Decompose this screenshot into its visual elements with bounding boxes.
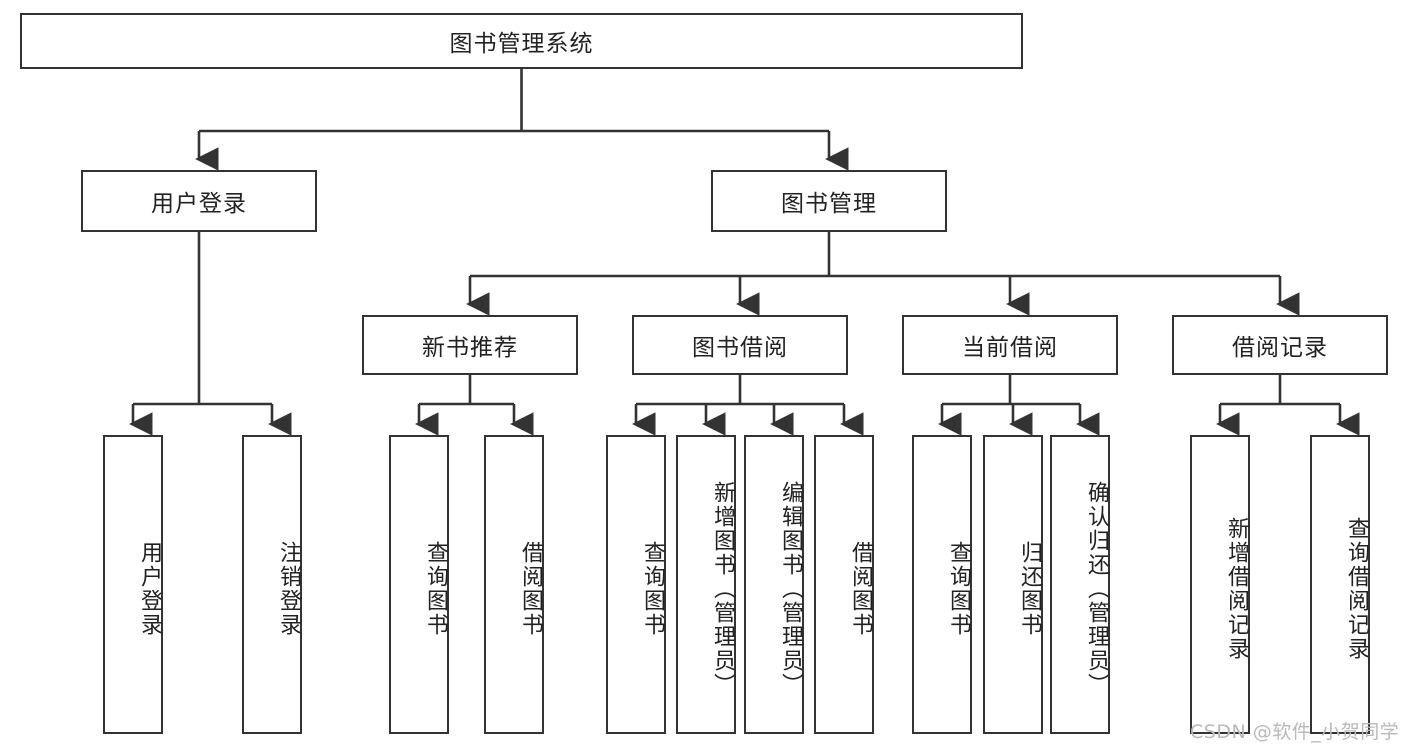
node-label: 新增图书（管理员） xyxy=(710,480,735,697)
node-leaf-user-login[interactable]: 用户登录 xyxy=(103,435,163,734)
node-label: 图书管理系统 xyxy=(449,31,594,57)
node-label: 图书借阅 xyxy=(692,335,788,361)
node-label: 查询借阅记录 xyxy=(1344,516,1369,661)
node-label: 归还图书 xyxy=(1017,540,1042,637)
node-leaf-borrow-book-1[interactable]: 借阅图书 xyxy=(484,435,544,734)
node-leaf-query-book-1[interactable]: 查询图书 xyxy=(389,435,449,734)
node-label: 查询图书 xyxy=(946,540,971,637)
node-current-borrow[interactable]: 当前借阅 xyxy=(902,315,1118,375)
node-root[interactable]: 图书管理系统 xyxy=(20,13,1023,69)
node-label: 借阅图书 xyxy=(848,540,873,637)
node-label: 查询图书 xyxy=(640,540,665,637)
node-label: 新增借阅记录 xyxy=(1224,516,1249,661)
node-label: 编辑图书（管理员） xyxy=(778,480,803,697)
node-new-book-rec[interactable]: 新书推荐 xyxy=(362,315,578,375)
node-leaf-confirm-return[interactable]: 确认归还（管理员） xyxy=(1050,435,1110,734)
node-leaf-query-book-3[interactable]: 查询图书 xyxy=(912,435,972,734)
node-label: 查询图书 xyxy=(423,540,448,637)
node-label: 注销登录 xyxy=(276,540,301,637)
node-label: 借阅记录 xyxy=(1232,335,1328,361)
node-book-borrow[interactable]: 图书借阅 xyxy=(632,315,848,375)
node-book-manage[interactable]: 图书管理 xyxy=(711,170,947,232)
node-user-login[interactable]: 用户登录 xyxy=(81,170,317,232)
node-label: 用户登录 xyxy=(137,540,162,637)
node-leaf-logout[interactable]: 注销登录 xyxy=(242,435,302,734)
node-borrow-record[interactable]: 借阅记录 xyxy=(1172,315,1388,375)
node-label: 当前借阅 xyxy=(962,335,1058,361)
node-leaf-add-book[interactable]: 新增图书（管理员） xyxy=(676,435,736,734)
node-label: 借阅图书 xyxy=(518,540,543,637)
node-label: 确认归还（管理员） xyxy=(1084,480,1109,697)
csdn-watermark: CSDN @软件_小贺同学 xyxy=(1190,721,1400,743)
node-leaf-query-book-2[interactable]: 查询图书 xyxy=(606,435,666,734)
node-leaf-return-book[interactable]: 归还图书 xyxy=(983,435,1043,734)
node-label: 用户登录 xyxy=(151,191,247,217)
node-leaf-borrow-book-2[interactable]: 借阅图书 xyxy=(814,435,874,734)
node-leaf-edit-book[interactable]: 编辑图书（管理员） xyxy=(744,435,804,734)
node-label: 新书推荐 xyxy=(422,335,518,361)
node-leaf-add-record[interactable]: 新增借阅记录 xyxy=(1190,435,1250,734)
node-leaf-query-record[interactable]: 查询借阅记录 xyxy=(1310,435,1370,734)
node-label: 图书管理 xyxy=(781,191,877,217)
